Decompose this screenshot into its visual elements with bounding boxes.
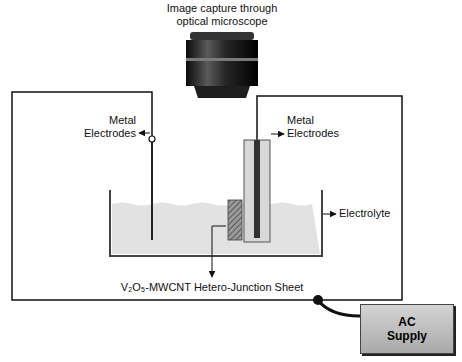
part-label: Electrolyte <box>339 207 399 220</box>
electrolyte-fill <box>112 203 320 255</box>
leader-arrow <box>139 133 150 134</box>
leader-arrow <box>271 134 284 135</box>
supply-lead <box>318 300 360 316</box>
electrode-holder <box>244 140 270 242</box>
part-label: Metal Electrodes <box>287 114 359 140</box>
microscope-cap <box>190 32 254 40</box>
leader-arrow <box>323 214 336 215</box>
leader-arrow <box>212 226 226 277</box>
electrode-clip <box>149 136 155 142</box>
wire <box>257 96 402 300</box>
part-label: V₂O₅-MWCNT Hetero-Junction Sheet <box>92 281 332 294</box>
microscope-ring <box>186 58 258 61</box>
microscope-lens <box>194 86 250 98</box>
junction-sheet <box>228 200 242 240</box>
part-label: Metal Electrodes <box>68 114 136 140</box>
metal-electrode <box>254 140 260 238</box>
supply-box: AC Supply <box>360 304 454 354</box>
junction-dot <box>313 295 323 305</box>
metal-electrode <box>151 142 153 240</box>
supply-label: AC Supply <box>380 315 434 343</box>
microscope-body <box>186 40 258 86</box>
caption-label: Image capture through optical microscope <box>157 2 287 28</box>
wire <box>12 92 318 300</box>
beaker <box>110 190 322 256</box>
